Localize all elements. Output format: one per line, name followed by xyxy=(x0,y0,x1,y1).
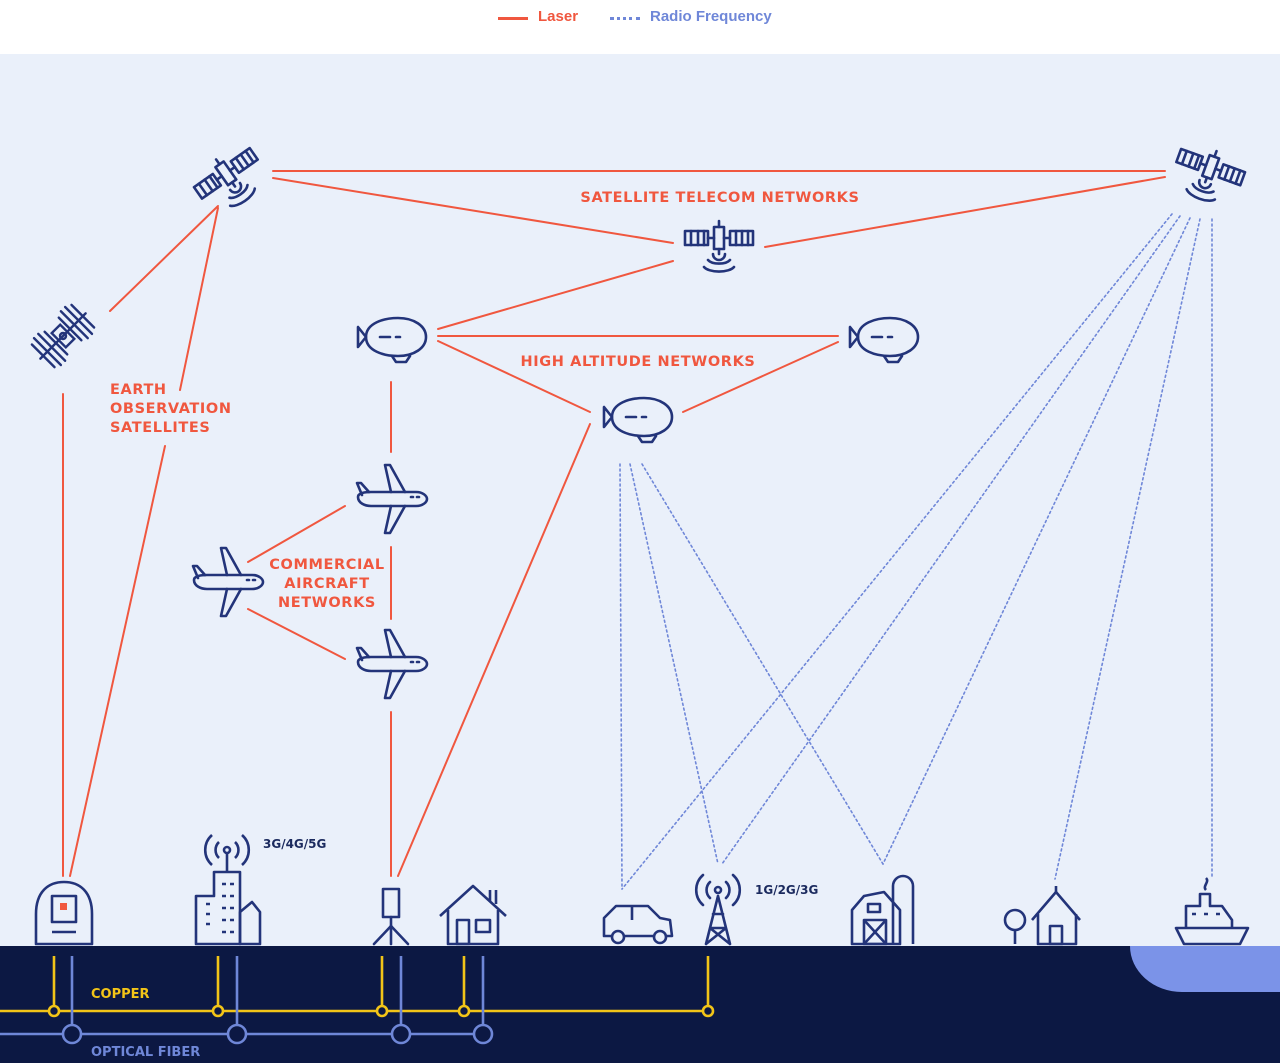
radio-line-swatch xyxy=(610,17,640,20)
laser-link xyxy=(682,341,839,413)
laser-link xyxy=(109,205,219,312)
radio-link xyxy=(721,215,1181,865)
city-cell-tower-icon xyxy=(194,834,262,946)
laser-link xyxy=(764,176,1166,248)
cell-tech-city-label: 3G/4G/5G xyxy=(263,837,326,851)
radio-link xyxy=(621,213,1173,890)
radio-link xyxy=(882,217,1191,865)
copper-network xyxy=(0,956,715,1018)
radio-links xyxy=(619,213,1213,890)
satellite-telecom-right-icon xyxy=(1165,138,1250,212)
radio-link xyxy=(1054,218,1201,880)
radio-tower-icon xyxy=(694,873,742,946)
legend-laser-label: Laser xyxy=(538,8,579,25)
laser-link xyxy=(247,505,346,563)
radio-link xyxy=(629,463,719,865)
water xyxy=(1130,946,1280,992)
laser-links xyxy=(62,170,1166,877)
laser-link xyxy=(247,608,346,660)
satellite-telecom-center-icon xyxy=(683,219,755,273)
earth-observation-label-line3: SATELLITES xyxy=(110,420,210,436)
space-station-icon xyxy=(25,298,101,374)
commercial-aircraft-label-line3: NETWORKS xyxy=(278,595,376,611)
laser-link xyxy=(397,423,591,877)
earth-observation-label-line2: OBSERVATION xyxy=(110,401,232,417)
earth-observation-label-line1: EARTH xyxy=(110,382,167,398)
cell-tech-rural-label: 1G/2G/3G xyxy=(755,883,818,897)
legend: Laser Radio Frequency xyxy=(0,0,1280,54)
laser-link xyxy=(272,177,674,244)
airplane-left-icon xyxy=(191,546,265,618)
car-icon xyxy=(602,904,674,945)
radio-link xyxy=(641,463,884,865)
ground-band xyxy=(0,946,1280,1063)
laser-link xyxy=(437,260,674,330)
network-diagram: SATELLITE TELECOM NETWORKS HIGH ALTITUDE… xyxy=(0,54,1280,1063)
commercial-aircraft-label-line1: COMMERCIAL xyxy=(269,557,384,573)
laser-terminal-icon xyxy=(372,887,410,946)
airplane-bottom-icon xyxy=(355,628,429,700)
village-house-icon xyxy=(1003,886,1081,946)
copper-label: COPPER xyxy=(91,987,150,1002)
optical-fiber-network xyxy=(0,956,494,1045)
commercial-aircraft-label-line2: AIRCRAFT xyxy=(284,576,369,592)
laser-link xyxy=(437,340,591,413)
airship-left-icon xyxy=(356,316,428,364)
farm-barn-icon xyxy=(850,874,915,946)
ground-station-icon xyxy=(34,880,94,946)
airship-right-icon xyxy=(848,316,920,364)
satellite-earth-observation-icon xyxy=(186,138,275,222)
laser-link xyxy=(179,207,219,391)
laser-link xyxy=(69,445,166,877)
house-icon xyxy=(439,884,507,946)
radio-link xyxy=(619,463,623,890)
optical-fiber-label: OPTICAL FIBER xyxy=(91,1045,200,1060)
airplane-top-icon xyxy=(355,463,429,535)
high-altitude-label: HIGH ALTITUDE NETWORKS xyxy=(521,354,756,370)
ship-icon xyxy=(1174,877,1250,946)
airship-center-icon xyxy=(602,396,674,444)
laser-line-swatch xyxy=(498,17,528,20)
satellite-telecom-label: SATELLITE TELECOM NETWORKS xyxy=(580,190,859,206)
legend-radio-label: Radio Frequency xyxy=(650,8,772,25)
